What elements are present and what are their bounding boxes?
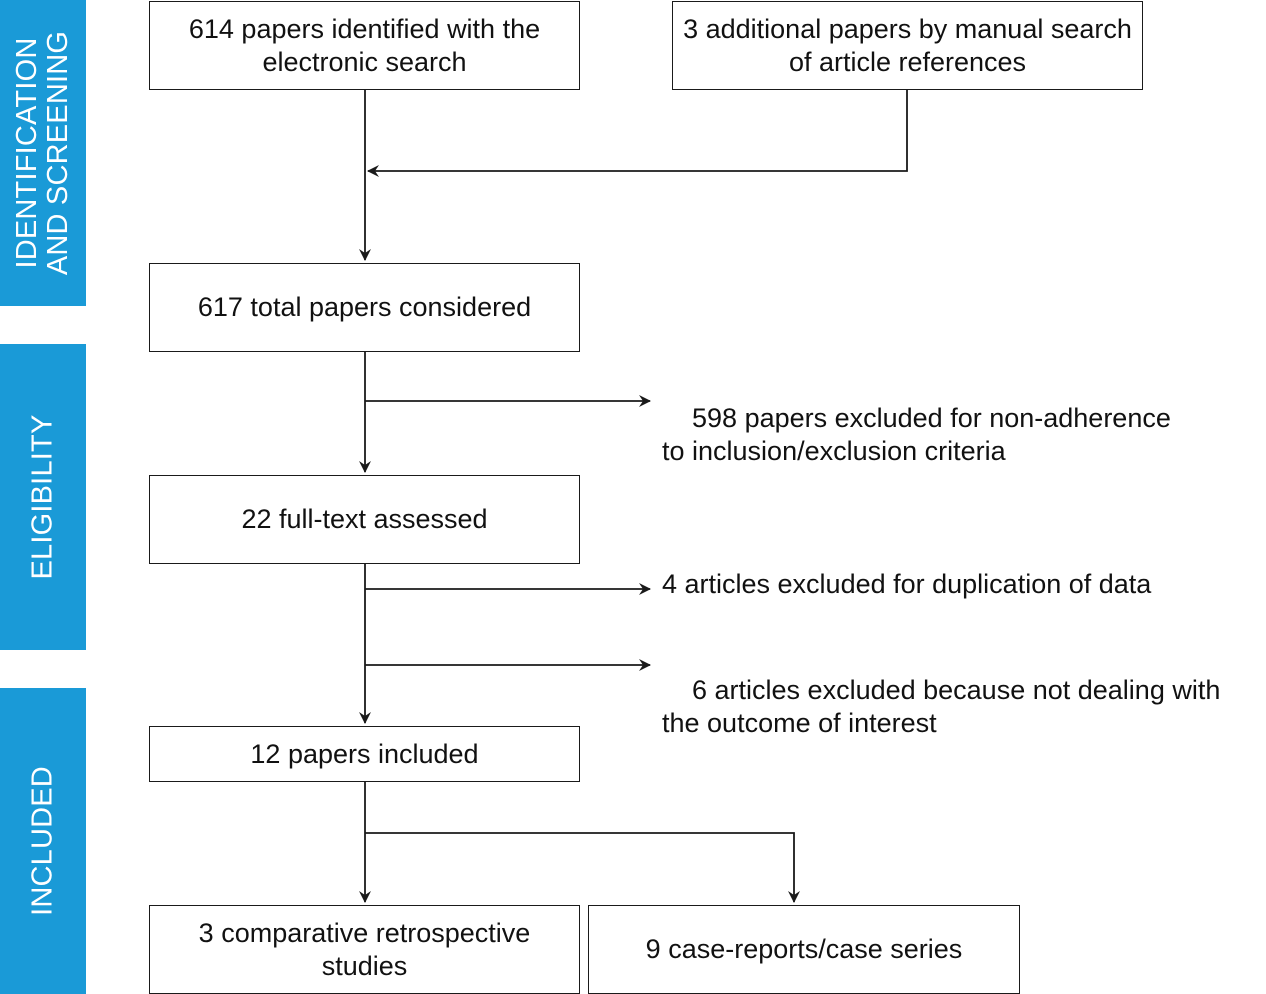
exclusion-note-6: 6 articles excluded because not dealing … [662, 641, 1220, 773]
eligibility-band: ELIGIBILITY [0, 344, 86, 650]
electronic-search-text: 614 papers identified with the electroni… [188, 13, 541, 77]
included-band: INCLUDED [0, 688, 86, 994]
total-considered-box: 617 total papers considered [149, 263, 580, 352]
papers-included-text: 12 papers included [250, 738, 479, 769]
electronic-search-box: 614 papers identified with the electroni… [149, 1, 580, 90]
exclusion-598-text: 598 papers excluded for non-adherence to… [662, 403, 1171, 466]
exclusion-4-text: 4 articles excluded for duplication of d… [662, 569, 1152, 599]
total-considered-text: 617 total papers considered [197, 292, 532, 322]
case-reports-text: 9 case-reports/case series [645, 934, 963, 964]
exclusion-note-598: 598 papers excluded for non-adherence to… [662, 369, 1171, 501]
manual-search-box: 3 additional papers by manual search of … [672, 1, 1143, 90]
full-text-assessed-box: 22 full-text assessed [149, 475, 580, 564]
full-text-assessed-text: 22 full-text assessed [241, 504, 488, 534]
arrow-included-to-case-reports [365, 832, 800, 903]
exclusion-6-text: 6 articles excluded because not dealing … [662, 675, 1221, 738]
comparative-studies-text: 3 comparative retrospective studies [198, 917, 531, 981]
arrow-manual-merge [367, 89, 908, 177]
manual-search-text: 3 additional papers by manual search of … [683, 13, 1132, 77]
papers-included-box: 12 papers included [149, 726, 580, 782]
comparative-studies-box: 3 comparative retrospective studies [149, 905, 580, 994]
identification-band: IDENTIFICATION AND SCREENING [0, 0, 86, 306]
case-reports-box: 9 case-reports/case series [588, 905, 1020, 994]
exclusion-note-4: 4 articles excluded for duplication of d… [662, 568, 1151, 601]
